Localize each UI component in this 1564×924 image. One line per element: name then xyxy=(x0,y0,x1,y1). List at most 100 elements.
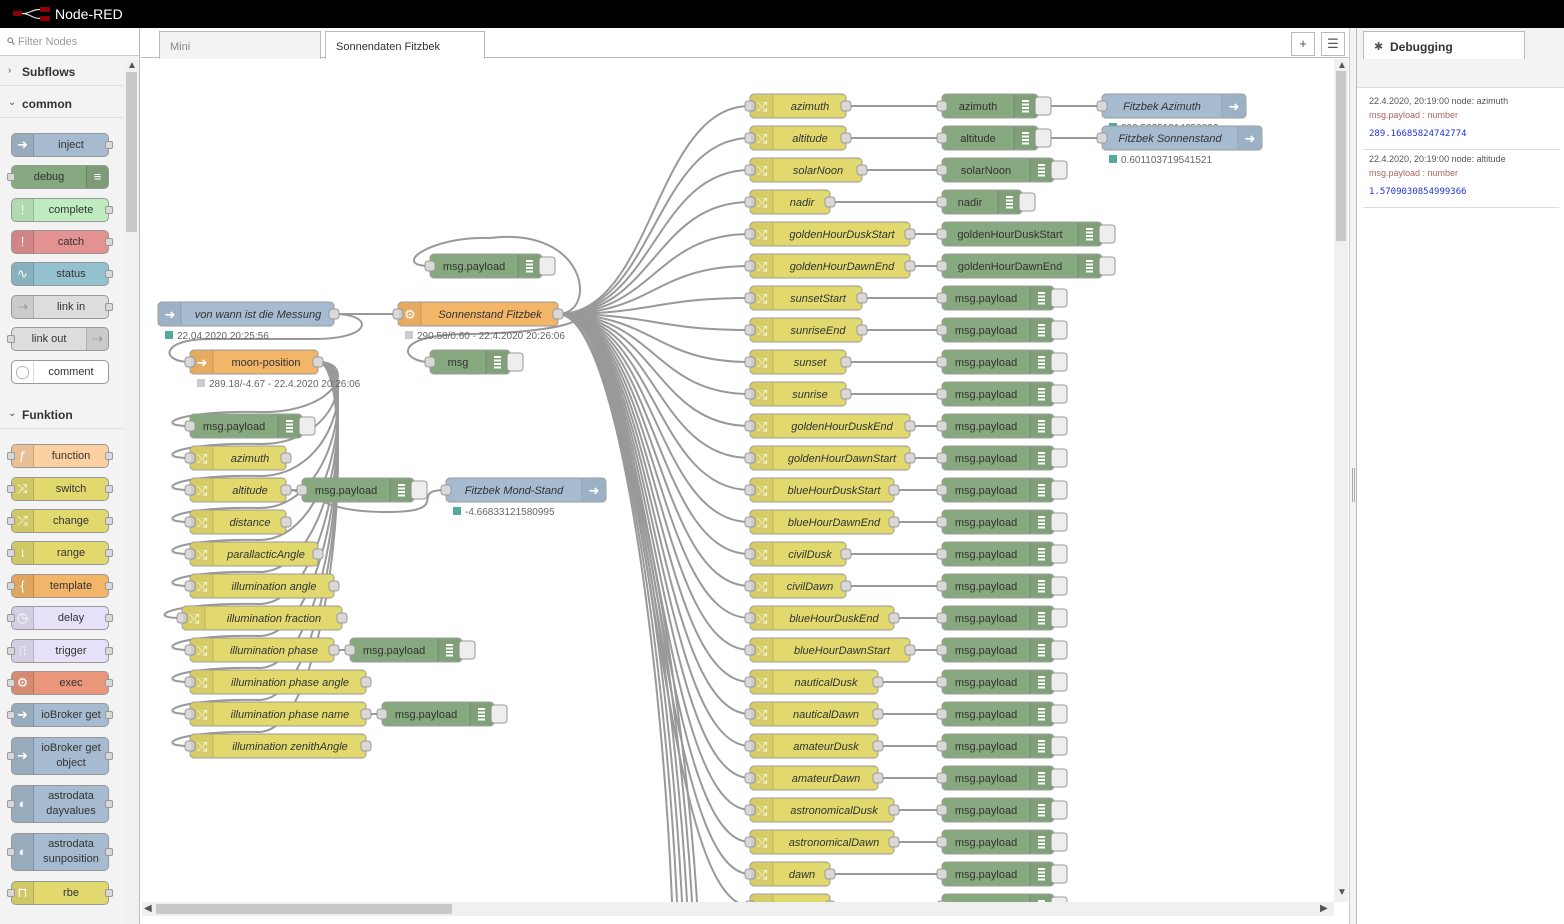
output-port[interactable] xyxy=(105,452,113,460)
flow-node-change[interactable]: ⤮goldenHourDuskStart xyxy=(744,221,916,247)
input-port[interactable] xyxy=(936,388,948,400)
output-port[interactable] xyxy=(824,196,836,208)
flow-node-debug[interactable]: goldenHourDawnEnd xyxy=(936,253,1116,279)
output-port[interactable] xyxy=(328,580,340,592)
input-port[interactable] xyxy=(744,228,756,240)
debug-message[interactable]: 22.4.2020, 20:19:00 node: azimuth msg.pa… xyxy=(1363,92,1559,150)
output-port[interactable] xyxy=(872,676,884,688)
palette-node-change[interactable]: ⤮change xyxy=(7,509,113,533)
flow-node-change[interactable]: ⤮dawn xyxy=(744,861,836,887)
debug-toggle-button[interactable] xyxy=(1050,512,1068,532)
input-port[interactable] xyxy=(184,708,196,720)
output-port[interactable] xyxy=(904,644,916,656)
flow-node-change[interactable]: ⤮parallacticAngle xyxy=(184,541,324,567)
wire[interactable] xyxy=(557,201,751,315)
flow-node-debug[interactable]: msg.payload xyxy=(936,413,1068,439)
flow-node-debug[interactable]: msg.payload xyxy=(937,893,1068,902)
input-port[interactable] xyxy=(744,452,756,464)
debug-toggle-button[interactable] xyxy=(1050,448,1068,468)
output-port[interactable] xyxy=(825,900,835,902)
palette-node-template[interactable]: {template xyxy=(7,574,113,598)
wire[interactable] xyxy=(171,361,339,427)
output-port[interactable] xyxy=(552,308,564,320)
debug-toggle-button[interactable] xyxy=(298,416,316,436)
flow-node-change[interactable]: ⤮illumination fraction xyxy=(176,605,348,631)
input-port[interactable] xyxy=(744,612,756,624)
input-port[interactable] xyxy=(936,516,948,528)
output-port[interactable] xyxy=(105,582,113,590)
flow-node-change[interactable]: ⤮altitude xyxy=(744,125,852,151)
tab-mini[interactable]: Mini xyxy=(159,31,321,59)
flow-node-debug[interactable]: altitude xyxy=(936,125,1052,151)
output-port[interactable] xyxy=(856,164,868,176)
flow-node-debug[interactable]: msg.payload xyxy=(936,797,1068,823)
input-port[interactable] xyxy=(7,173,15,181)
wire[interactable] xyxy=(557,137,751,315)
input-port[interactable] xyxy=(7,452,15,460)
input-port[interactable] xyxy=(936,324,948,336)
flow-node-change[interactable]: ⤮blueHourDawnEnd xyxy=(744,509,900,535)
input-port[interactable] xyxy=(184,580,196,592)
input-port[interactable] xyxy=(184,516,196,528)
debug-toggle-button[interactable] xyxy=(458,640,476,660)
flow-node-change[interactable]: ⤮altitude xyxy=(184,477,292,503)
flow-node-debug[interactable]: msg.payload xyxy=(936,349,1068,375)
output-port[interactable] xyxy=(888,804,900,816)
input-port[interactable] xyxy=(744,676,756,688)
debug-toggle-button[interactable] xyxy=(1050,672,1068,692)
output-port[interactable] xyxy=(840,356,852,368)
debug-toggle-button[interactable] xyxy=(1050,608,1068,628)
debug-toggle-button[interactable] xyxy=(1098,256,1116,276)
input-port[interactable] xyxy=(344,644,356,656)
flow-node-debug[interactable]: msg.payload xyxy=(936,669,1068,695)
flow-node-change[interactable]: ⤮nadir xyxy=(744,189,836,215)
input-port[interactable] xyxy=(744,260,756,272)
flow-node-change[interactable]: ⤮illumination zenithAngle xyxy=(184,733,372,759)
input-port[interactable] xyxy=(744,708,756,720)
flow-node-debug[interactable]: msg xyxy=(424,349,524,375)
input-port[interactable] xyxy=(744,740,756,752)
output-port[interactable] xyxy=(904,452,916,464)
input-port[interactable] xyxy=(936,580,948,592)
output-port[interactable] xyxy=(840,388,852,400)
flow-node-change[interactable]: ⤮sunrise xyxy=(744,381,852,407)
input-port[interactable] xyxy=(936,420,948,432)
input-port[interactable] xyxy=(176,612,188,624)
scroll-right-icon[interactable]: ▶ xyxy=(1320,903,1328,914)
debug-toggle-button[interactable] xyxy=(1050,576,1068,596)
wire[interactable] xyxy=(557,313,751,555)
flow-node-debug[interactable]: msg.payload xyxy=(936,445,1068,471)
wire[interactable] xyxy=(168,313,363,363)
wire[interactable] xyxy=(557,313,751,459)
debug-toggle-button[interactable] xyxy=(1050,864,1068,884)
input-port[interactable] xyxy=(744,580,756,592)
wire[interactable] xyxy=(557,313,751,331)
debug-toggle-button[interactable] xyxy=(1050,384,1068,404)
flow-node-debug[interactable]: msg.payload xyxy=(936,477,1068,503)
flow-list-button[interactable]: ☰ xyxy=(1321,32,1345,56)
output-port[interactable] xyxy=(328,308,340,320)
input-port[interactable] xyxy=(424,356,436,368)
input-port[interactable] xyxy=(936,260,948,272)
output-port[interactable] xyxy=(824,868,836,880)
input-port[interactable] xyxy=(184,740,196,752)
debug-toggle-button[interactable] xyxy=(1050,800,1068,820)
input-port[interactable] xyxy=(744,164,756,176)
debug-toggle-button[interactable] xyxy=(1050,768,1068,788)
debug-toggle-button[interactable] xyxy=(1050,352,1068,372)
flow-node-debug[interactable]: msg.payload xyxy=(184,413,316,439)
wire[interactable] xyxy=(557,313,751,523)
flow-node-debug[interactable]: nadir xyxy=(936,189,1036,215)
flow-node-change[interactable]: ⤮civilDusk xyxy=(744,541,852,567)
wire[interactable] xyxy=(557,297,751,315)
debug-toggle-button[interactable] xyxy=(1034,128,1052,148)
output-port[interactable] xyxy=(840,580,852,592)
flow-node-change[interactable]: ⤮goldenHourDawnEnd xyxy=(744,253,916,279)
debug-toggle-button[interactable] xyxy=(1050,640,1068,660)
debug-toggle-button[interactable] xyxy=(410,480,428,500)
scroll-up-icon[interactable]: ▲ xyxy=(1337,60,1347,71)
output-port[interactable] xyxy=(105,303,113,311)
output-port[interactable] xyxy=(105,485,113,493)
input-port[interactable] xyxy=(744,484,756,496)
